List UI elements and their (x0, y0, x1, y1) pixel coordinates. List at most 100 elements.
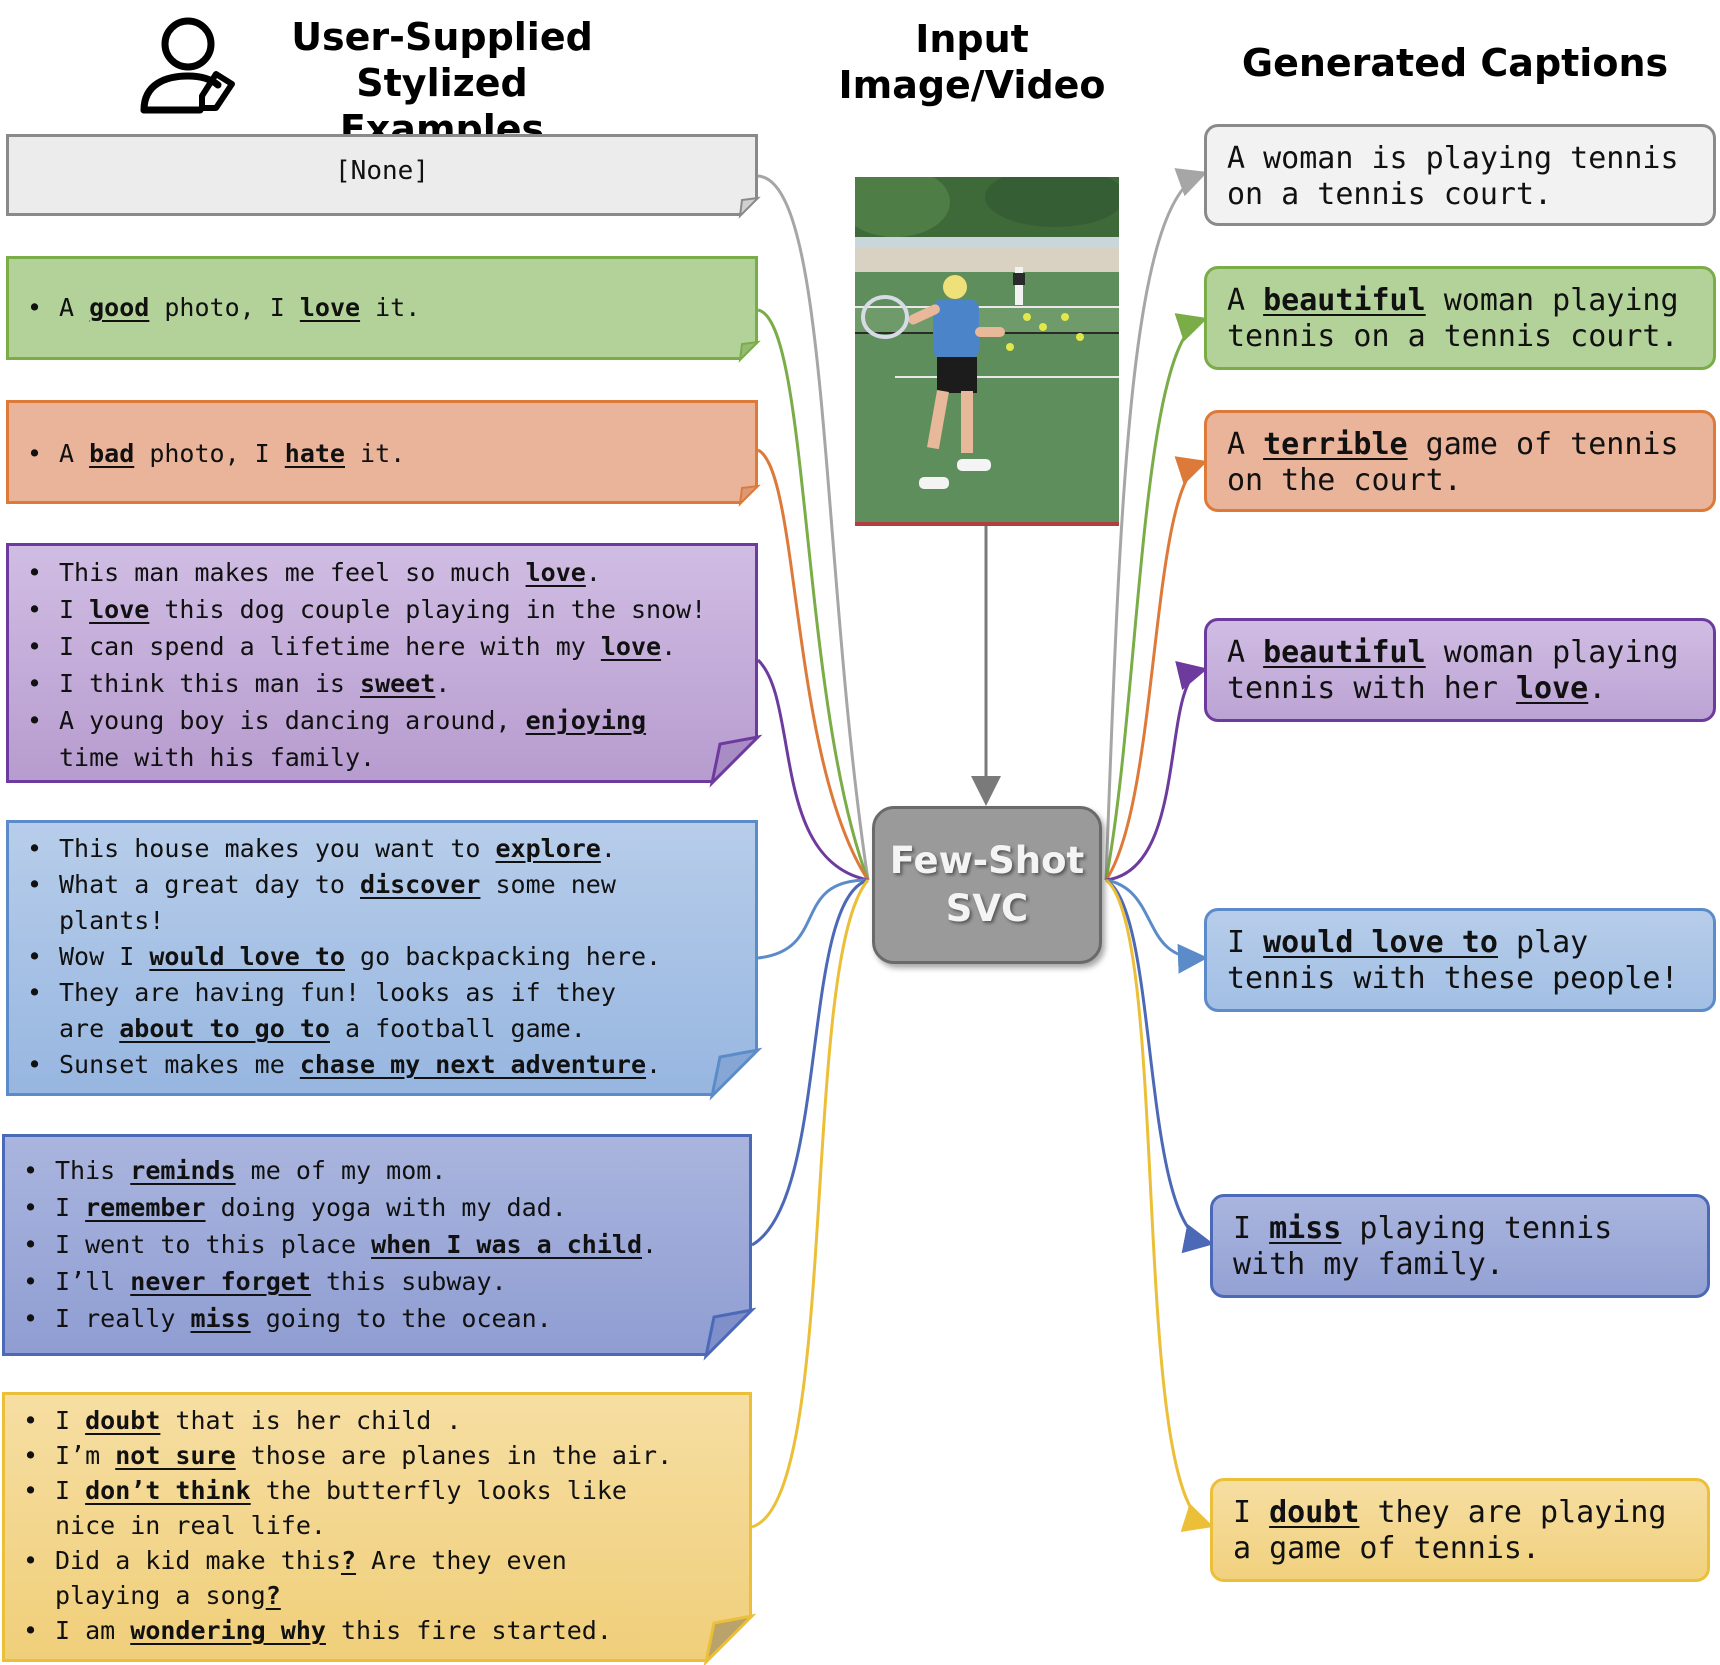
keyword: don’t think (85, 1476, 251, 1505)
caption-text: A woman is playing tennis on a tennis co… (1227, 141, 1713, 213)
example-item: I’ll never forget this subway. (5, 1263, 749, 1300)
text-run: I (55, 1406, 86, 1435)
text-run: it. (345, 439, 406, 468)
example-text: [None] (9, 153, 755, 190)
svc-line1: Few-Shot (889, 839, 1085, 882)
example-item: I remember doing yoga with my dad. (5, 1189, 749, 1226)
keyword: love (600, 632, 662, 661)
text-run: photo, I (134, 439, 285, 468)
example-item: I think this man is sweet. (9, 665, 755, 702)
example-item: I don’t think the butterfly looks like n… (5, 1473, 749, 1543)
text-run: This man makes me feel so much (59, 558, 526, 587)
example-item: A bad photo, I hate it. (9, 435, 755, 472)
wire-negative-in (757, 448, 870, 881)
text-run: A woman is playing tennis on a tennis co… (1227, 141, 1679, 212)
example-item: They are having fun! looks as if they ar… (9, 975, 755, 1047)
wire-nostalgic-out (1105, 878, 1214, 1254)
tennis-photo (840, 167, 1125, 526)
keyword: reminds (130, 1156, 236, 1185)
text-run: it. (360, 293, 421, 322)
user-edit-icon (140, 17, 235, 114)
example-box-none: [None] (6, 134, 758, 216)
text-run: they are playing a game of tennis. (1233, 1495, 1667, 1566)
example-item: A young boy is dancing around, enjoying … (9, 702, 755, 776)
text-run: . (435, 669, 451, 698)
keyword: would love to (149, 942, 345, 971)
text-run: game of tennis on the court. (1227, 427, 1679, 498)
keyword: ? (340, 1546, 357, 1575)
text-run: play tennis with these people! (1227, 925, 1679, 996)
text-run: time with his family. (59, 743, 376, 772)
text-run: This house makes you want to (59, 834, 496, 863)
wire-romantic-in (756, 658, 869, 882)
keyword: beautiful (1263, 283, 1426, 318)
text-run: A young boy is dancing around, (59, 706, 526, 735)
wire-adventure-out (1105, 878, 1208, 974)
text-run: woman playing tennis with her (1227, 635, 1679, 706)
example-list: This man makes me feel so much love. I lo… (9, 554, 755, 776)
text-run: I’m (55, 1441, 116, 1470)
example-box-romantic: This man makes me feel so much love. I lo… (6, 543, 758, 783)
wire-positive-in (757, 308, 870, 881)
text-run: me of my mom. (235, 1156, 447, 1185)
text-run: some new plants! (59, 870, 616, 935)
text-run: . (642, 1230, 658, 1259)
keyword: would love to (1263, 925, 1498, 960)
text-run: . (585, 558, 601, 587)
caption-box-none: A woman is playing tennis on a tennis co… (1204, 124, 1716, 226)
caption-text: I miss playing tennis with my family. (1233, 1211, 1707, 1283)
example-item: A good photo, I love it. (9, 289, 755, 326)
example-list: I doubt that is her child .I’m not sure … (5, 1403, 749, 1648)
wire-positive-out (1104, 313, 1208, 881)
caption-text: I would love to play tennis with these p… (1227, 925, 1713, 997)
keyword: love (299, 293, 361, 322)
text-run: Sunset makes me (59, 1050, 300, 1079)
text-run: this dog couple playing in the snow! (149, 595, 707, 624)
text-run: . (1588, 671, 1607, 706)
caption-box-nostalgic: I miss playing tennis with my family. (1210, 1194, 1710, 1298)
keyword: not sure (115, 1441, 236, 1470)
example-item: I’m not sure those are planes in the air… (5, 1438, 749, 1473)
example-item: What a great day to discover some new pl… (9, 867, 755, 939)
example-list: A good photo, I love it. (9, 289, 755, 326)
keyword: wondering why (130, 1616, 326, 1645)
text-run: this subway. (310, 1267, 507, 1296)
caption-text: A beautiful woman playing tennis with he… (1227, 635, 1713, 707)
wire-adventure-in (757, 878, 869, 960)
example-item: This man makes me feel so much love. (9, 554, 755, 591)
text-run: What a great day to (59, 870, 361, 899)
keyword: chase my next adventure (299, 1050, 647, 1079)
text-run: I can spend a lifetime here with my (59, 632, 601, 661)
text-run: . (646, 1050, 662, 1079)
keyword: miss (190, 1304, 251, 1333)
wire-doubt-out (1105, 878, 1214, 1532)
text-run: I (1227, 925, 1264, 960)
keyword: terrible (1263, 427, 1408, 462)
text-run: I am (55, 1616, 131, 1645)
text-run: Did a kid make this (55, 1546, 341, 1575)
example-item: Sunset makes me chase my next adventure. (9, 1047, 755, 1083)
text-run: Wow I (59, 942, 150, 971)
example-item: This reminds me of my mom. (5, 1152, 749, 1189)
text-run: . (600, 834, 616, 863)
text-run: I (55, 1476, 86, 1505)
keyword: discover (360, 870, 481, 899)
keyword: remember (85, 1193, 206, 1222)
example-item: This house makes you want to explore. (9, 831, 755, 867)
text-run: woman playing tennis on a tennis court. (1227, 283, 1679, 354)
text-run: I really (55, 1304, 191, 1333)
text-run: A (59, 293, 90, 322)
text-run: that is her child . (160, 1406, 462, 1435)
input-header: Input Image/Video (838, 17, 1106, 107)
example-list: This reminds me of my mom.I remember doi… (5, 1152, 749, 1337)
text-run: A (59, 439, 90, 468)
keyword: when I was a child (371, 1230, 643, 1259)
keyword: doubt (1269, 1495, 1360, 1530)
text-run: the butterfly looks like nice in real li… (55, 1476, 627, 1540)
text-run: those are planes in the air. (235, 1441, 673, 1470)
text-run: I (59, 595, 90, 624)
caption-box-negative: A terrible game of tennis on the court. (1204, 410, 1716, 512)
keyword: love (89, 595, 150, 624)
keyword: beautiful (1263, 635, 1426, 670)
